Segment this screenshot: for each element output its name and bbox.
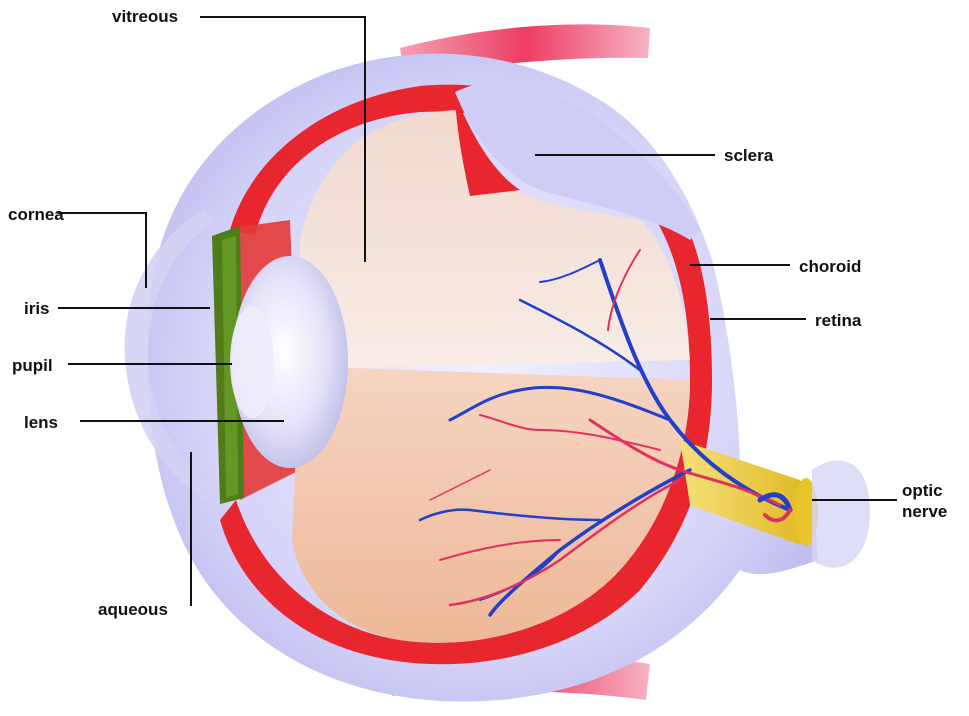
label-aqueous: aqueous [98, 599, 168, 620]
label-retina: retina [815, 310, 861, 331]
label-choroid: choroid [799, 256, 861, 277]
label-optic-line2: nerve [902, 501, 947, 522]
leader-cornea [58, 213, 146, 288]
optic-sheath [812, 460, 870, 567]
label-optic-line1: optic [902, 480, 947, 501]
label-optic-nerve: optic nerve [902, 480, 947, 522]
lens-front [230, 306, 274, 418]
label-cornea: cornea [8, 204, 64, 225]
label-iris: iris [24, 298, 50, 319]
label-lens: lens [24, 412, 58, 433]
label-pupil: pupil [12, 355, 53, 376]
label-vitreous: vitreous [112, 6, 178, 27]
label-sclera: sclera [724, 145, 773, 166]
